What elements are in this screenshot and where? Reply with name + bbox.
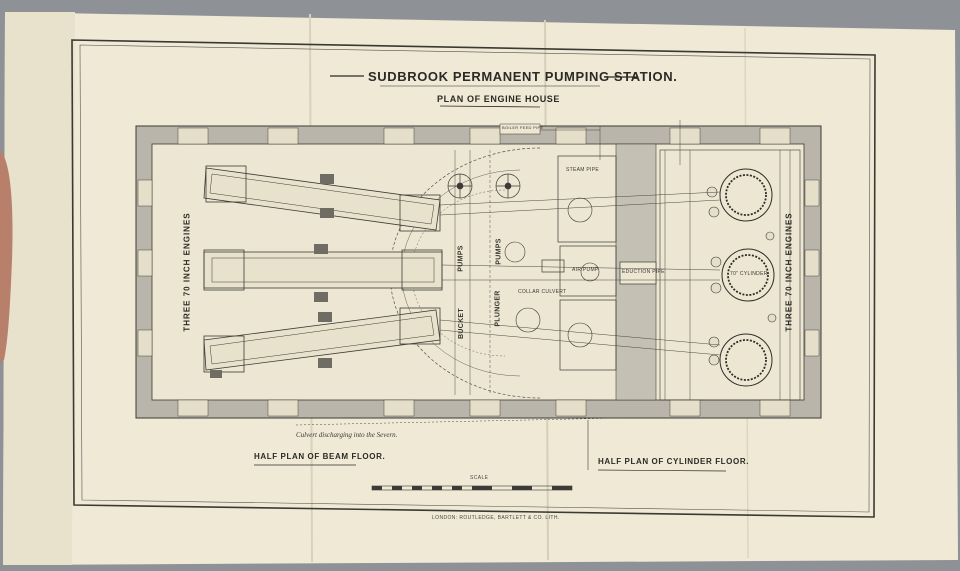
cylinder-floor-frame <box>659 149 801 401</box>
label-eduction-pipe: EDUCTION PIPE <box>622 269 665 275</box>
valve-fittings <box>706 186 777 366</box>
half-plan-cylinder-floor: HALF PLAN OF CYLINDER FLOOR. <box>598 457 750 466</box>
pump-wheels <box>447 173 521 199</box>
half-plan-beam-floor: HALF PLAN OF BEAM FLOOR. <box>254 452 386 461</box>
drawing-border-outer <box>71 39 876 518</box>
plunger-pumps <box>504 197 600 348</box>
engine-beam-middle <box>203 249 443 291</box>
label-boiler: BOILER FEED PIPE <box>502 125 544 130</box>
culvert-note: Culvert discharging into the Severn. <box>296 431 398 439</box>
printer-imprint: LONDON: ROUTLEDGE, BARTLETT & CO. LITH. <box>432 515 560 521</box>
label-cylinder: 70" CYLINDER <box>730 271 768 277</box>
drawing-subtitle: PLAN OF ENGINE HOUSE <box>437 94 561 104</box>
drawing-border-inner <box>79 44 871 513</box>
pump-chambers <box>541 155 657 371</box>
scale-label: SCALE <box>470 475 489 481</box>
drawing-title: SUDBROOK PERMANENT PUMPING STATION. <box>368 69 678 84</box>
hand-thumb <box>0 150 13 362</box>
label-collar: COLLAR CULVERT <box>518 289 567 295</box>
label-steam-pipe: STEAM PIPE <box>566 167 600 173</box>
wall-pilasters <box>137 127 820 417</box>
paper-left-flap <box>3 12 75 565</box>
pipe-runs <box>439 120 791 400</box>
label-air-pump: AIR PUMP <box>572 267 599 273</box>
cylinders <box>719 168 775 387</box>
engine-beam-bottom <box>203 307 441 373</box>
boiler-feed-box <box>499 123 541 135</box>
beam-bearings <box>210 174 334 378</box>
engine-beam-top <box>203 165 441 232</box>
